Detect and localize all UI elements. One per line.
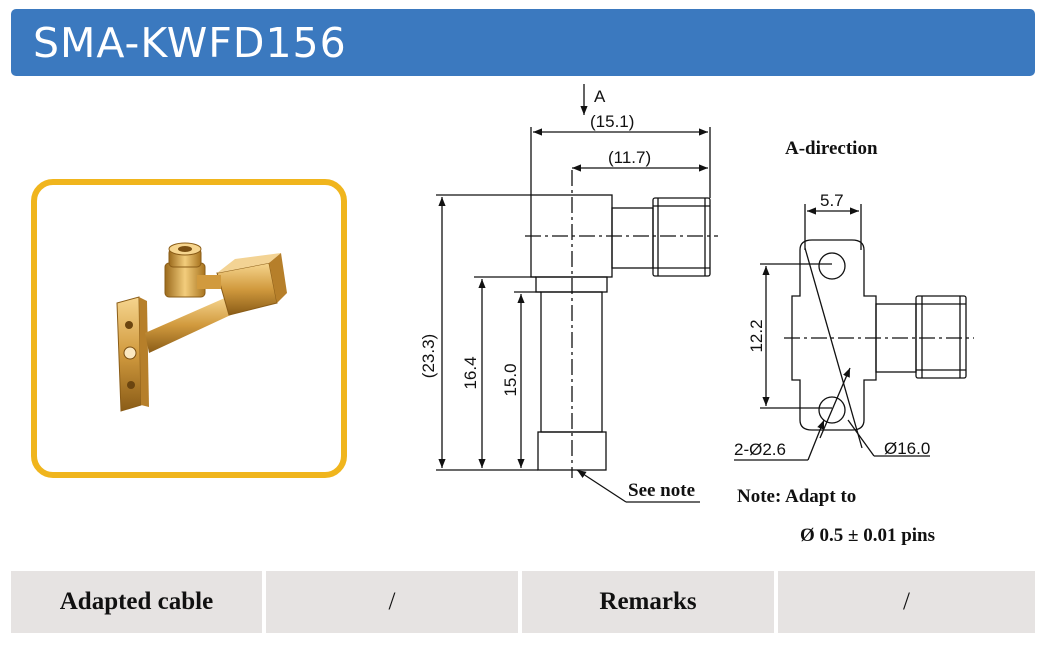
note-line-2: Ø 0.5 ± 0.01 pins — [800, 525, 935, 546]
dim-holes: 2-Ø2.6 — [734, 440, 786, 459]
dim-stem-height: 16.4 — [461, 356, 480, 389]
side-jack-outline — [611, 207, 654, 269]
front-flange-outline — [791, 239, 877, 431]
dim-hole-pitch-x: 5.7 — [820, 191, 844, 210]
connector-product-image — [116, 242, 287, 412]
note-line-1: Note: Adapt to — [737, 486, 856, 507]
dim-body-width: (11.7) — [608, 148, 651, 167]
table-cell-remarks-value: / — [778, 571, 1035, 633]
front-hole-bottom — [818, 396, 846, 424]
view-marker-a: A — [594, 87, 606, 106]
table-cell-adapted-cable-label: Adapted cable — [11, 571, 262, 633]
dim-hole-pitch-y: 12.2 — [747, 319, 766, 352]
dim-total-width: (15.1) — [590, 112, 634, 131]
title-bar: SMA-KWFD156 — [11, 9, 1035, 76]
side-jack-nut — [652, 197, 711, 277]
product-photo-frame — [31, 179, 347, 478]
front-view-title: A-direction — [785, 138, 878, 159]
table-cell-remarks-label: Remarks — [522, 571, 774, 633]
table-cell-adapted-cable-value: / — [266, 571, 518, 633]
dim-pin-height: 15.0 — [501, 363, 520, 396]
product-title: SMA-KWFD156 — [33, 19, 347, 67]
dim-total-height: (23.3) — [419, 334, 438, 378]
see-note-callout: See note — [628, 480, 695, 501]
dim-diameter: Ø16.0 — [884, 439, 930, 458]
front-hole-top — [818, 252, 846, 280]
